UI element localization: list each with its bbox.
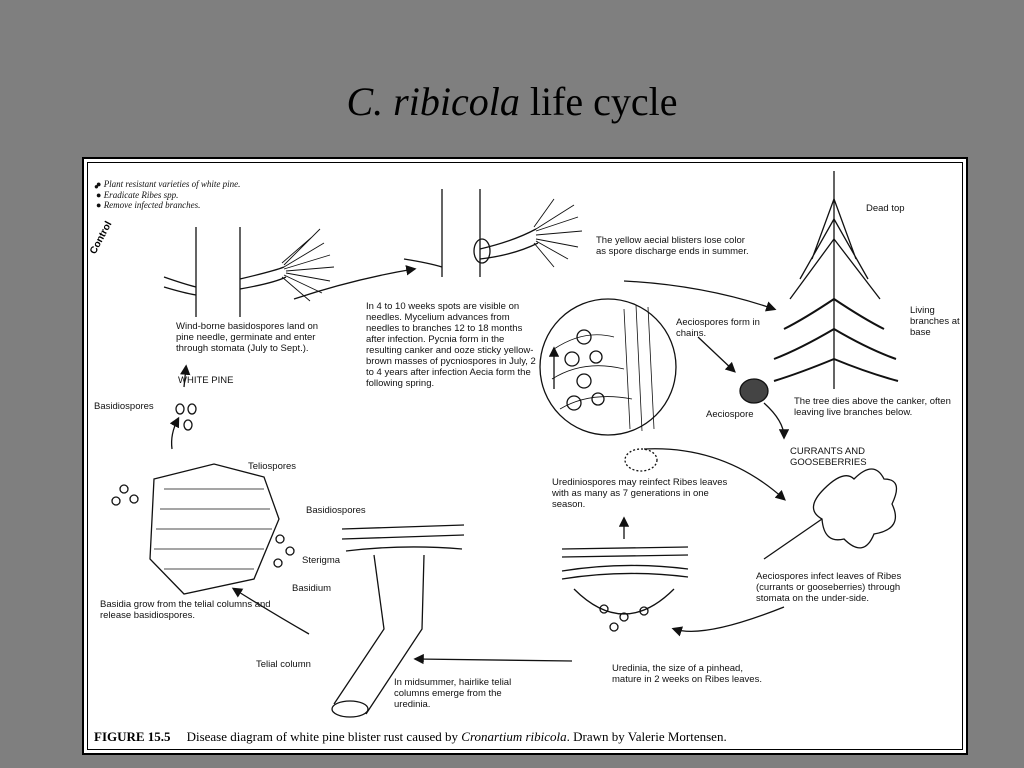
label-aeciospores-chains: Aeciospores form in chains. xyxy=(676,317,760,339)
pine-branch-left xyxy=(163,227,335,317)
label-urediniospores: Urediniospores may reinfect Ribes leaves… xyxy=(552,477,728,510)
telial-column-drawing xyxy=(331,524,465,718)
title-rest: life cycle xyxy=(519,79,678,124)
label-tree-dies: The tree dies above the canker, often le… xyxy=(794,396,951,418)
label-midsummer: In midsummer, hairlike telial columns em… xyxy=(394,677,512,710)
dying-pine-tree xyxy=(773,171,899,389)
label-basidia-grow: Basidia grow from the telial columns and… xyxy=(100,599,271,621)
aeciospore-shape xyxy=(739,378,769,404)
control-list: ● Plant resistant varieties of white pin… xyxy=(96,179,266,211)
label-dead-top: Dead top xyxy=(866,203,905,214)
teliospore-mass xyxy=(111,463,295,595)
label-living-branches: Living branches at base xyxy=(910,305,960,338)
caption-figure-number: FIGURE 15.5 xyxy=(94,729,171,744)
basidiospores-drawing xyxy=(175,403,197,431)
panel-inner-border xyxy=(87,162,963,750)
label-spots-visible: In 4 to 10 weeks spots are visible on ne… xyxy=(366,301,536,389)
pine-branch-middle xyxy=(403,189,583,277)
label-aeciospore: Aeciospore xyxy=(706,409,754,420)
label-yellow-aecial: The yellow aecial blisters lose color as… xyxy=(596,235,749,257)
label-currants: CURRANTS AND GOOSEBERRIES xyxy=(790,446,867,468)
diagram-artwork: ● xyxy=(94,171,899,718)
label-white-pine: WHITE PINE xyxy=(178,375,234,386)
label-uredinia: Uredinia, the size of a pinhead, mature … xyxy=(612,663,762,685)
label-teliospores: Teliospores xyxy=(248,461,297,472)
aecia-cross-section xyxy=(539,298,677,436)
svg-text:●: ● xyxy=(94,182,99,191)
figure-caption: FIGURE 15.5 Disease diagram of white pine… xyxy=(94,729,727,745)
control-item-1: ● Plant resistant varieties of white pin… xyxy=(96,179,241,189)
control-item-2: ● Eradicate Ribes spp. xyxy=(96,189,179,200)
label-basidiospores-left: Basidiospores xyxy=(94,401,154,412)
label-aeciospores-infect: Aeciospores infect leaves of Ribes (curr… xyxy=(756,571,902,604)
uredinia-cross-section xyxy=(561,546,689,632)
ribes-leaf xyxy=(763,468,898,560)
label-wind-borne: Wind-borne basidospores land on pine nee… xyxy=(176,321,319,354)
label-basidium: Basidium xyxy=(292,583,332,594)
slide-title: C. ribicola life cycle xyxy=(0,78,1024,125)
urediniospore-shape xyxy=(624,448,658,472)
caption-species: Cronartium ribicola xyxy=(461,729,567,744)
label-telial-column: Telial column xyxy=(256,659,311,670)
label-basidiospores-mid: Basidiospores xyxy=(306,505,366,516)
control-item-3: ● Remove infected branches. xyxy=(96,200,201,210)
title-species: C. ribicola xyxy=(346,79,520,124)
caption-text-before: Disease diagram of white pine blister ru… xyxy=(186,729,462,744)
label-sterigma: Sterigma xyxy=(302,555,341,566)
caption-text-after: . Drawn by Valerie Mortensen. xyxy=(566,729,727,744)
diagram-panel: ● ● Plant resistant varieties of white p… xyxy=(82,157,968,755)
cycle-arrows xyxy=(169,265,790,665)
